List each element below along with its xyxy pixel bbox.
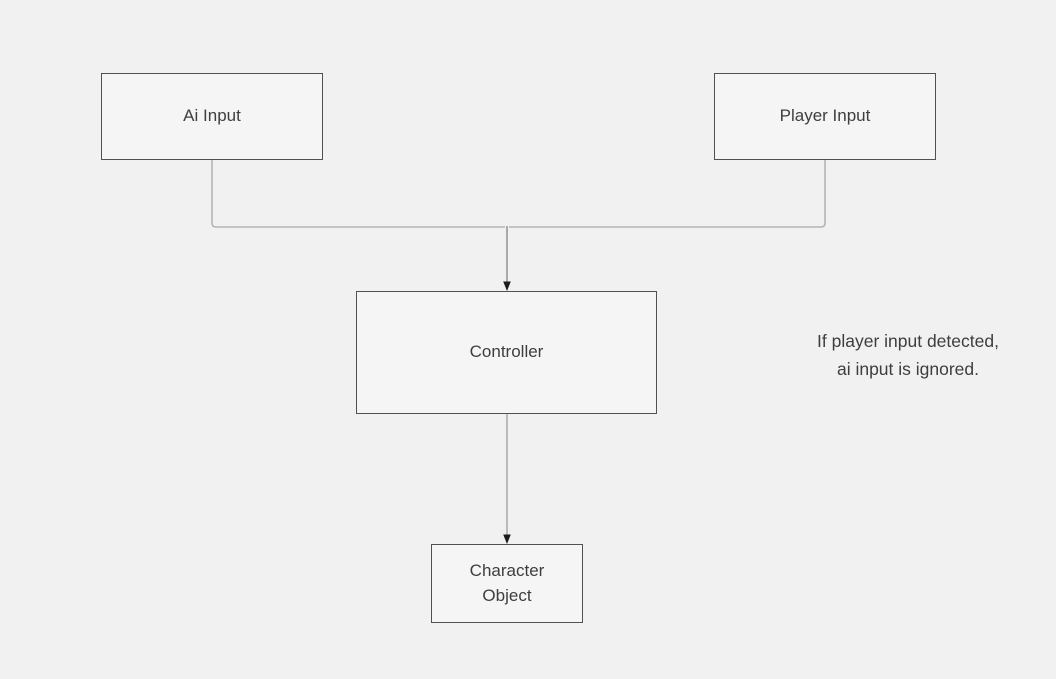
node-ai-input-label: Ai Input xyxy=(183,106,241,126)
node-character-object: Character Object xyxy=(431,544,583,623)
annotation-note-line1: If player input detected, xyxy=(817,331,999,351)
arrowhead-character-icon xyxy=(503,534,511,544)
connector-player-to-merge xyxy=(509,160,826,228)
annotation-note-line2: ai input is ignored. xyxy=(836,359,980,379)
connector-ai-to-merge xyxy=(211,160,505,228)
node-player-input: Player Input xyxy=(714,73,936,160)
node-ai-input: Ai Input xyxy=(101,73,323,160)
node-character-object-label: Character Object xyxy=(469,560,545,605)
node-controller-label: Controller xyxy=(469,342,544,362)
node-player-input-label: Player Input xyxy=(779,106,871,126)
arrowhead-controller-icon xyxy=(503,281,511,291)
node-controller: Controller xyxy=(356,291,657,414)
annotation-note: If player input detected, ai input is ig… xyxy=(788,327,1028,383)
